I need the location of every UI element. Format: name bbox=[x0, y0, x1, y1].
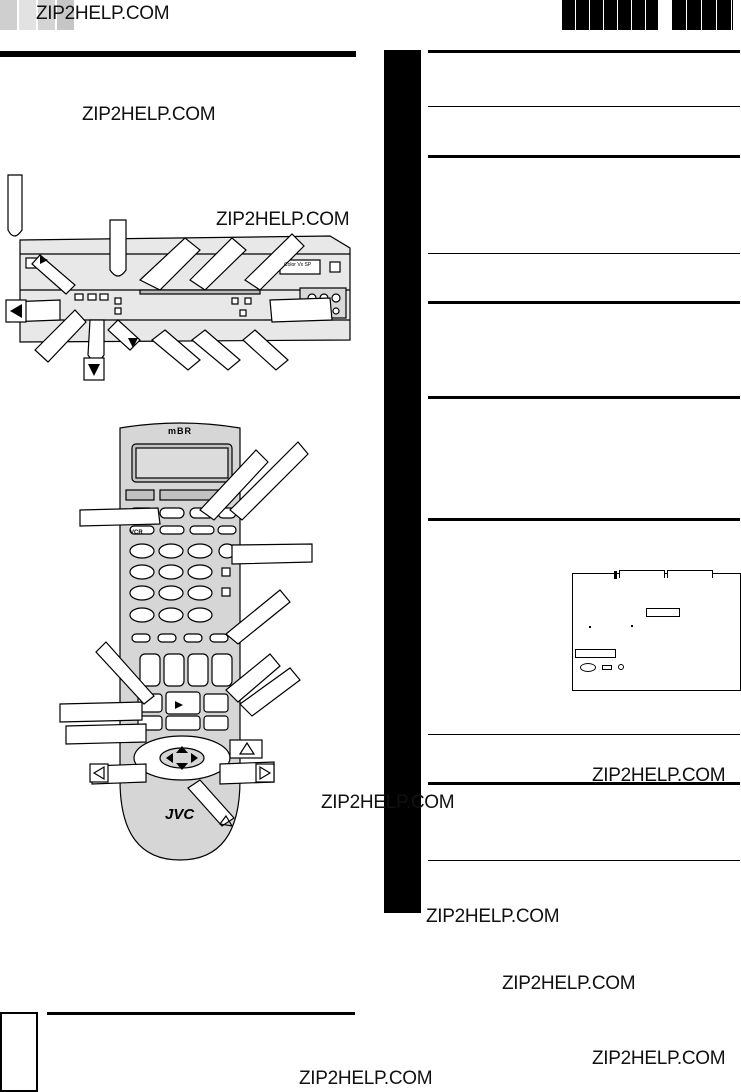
osd-icon-row bbox=[580, 663, 596, 672]
osd-field-box bbox=[575, 649, 616, 658]
remote-brand-logo: JVC bbox=[165, 806, 195, 823]
right-rule-4 bbox=[428, 253, 740, 254]
watermark: ZIP2HELP.COM bbox=[36, 3, 170, 24]
remote-illustration bbox=[59, 422, 313, 861]
osd-tab-1 bbox=[619, 570, 665, 578]
right-rule-6 bbox=[428, 396, 740, 399]
right-rule-3 bbox=[428, 155, 740, 158]
footer-page-box bbox=[0, 1012, 38, 1092]
osd-tab-2 bbox=[667, 570, 713, 578]
watermark: ZIP2HELP.COM bbox=[321, 792, 455, 813]
watermark: ZIP2HELP.COM bbox=[216, 209, 350, 230]
right-rule-8 bbox=[428, 734, 740, 735]
footer-rule bbox=[47, 1012, 355, 1015]
osd-tab-marker bbox=[614, 571, 617, 579]
header-grey-block-2 bbox=[19, 0, 36, 30]
watermark: ZIP2HELP.COM bbox=[502, 973, 636, 994]
left-top-rule bbox=[0, 51, 356, 57]
osd-dot-1 bbox=[589, 626, 591, 628]
osd-dot-2 bbox=[631, 625, 633, 627]
remote-top-brand: mBR bbox=[168, 426, 193, 436]
vcr-illustration bbox=[5, 174, 351, 381]
watermark: ZIP2HELP.COM bbox=[299, 1068, 433, 1089]
section-side-bar bbox=[384, 50, 421, 913]
right-rule-5 bbox=[428, 301, 740, 304]
watermark: ZIP2HELP.COM bbox=[592, 1048, 726, 1069]
watermark: ZIP2HELP.COM bbox=[592, 765, 726, 786]
vcr-display-text: Color Vx SP bbox=[284, 262, 312, 268]
right-rule-9 bbox=[428, 782, 740, 785]
header-black-bar-right bbox=[672, 0, 733, 30]
right-rule-7 bbox=[428, 518, 740, 521]
osd-icon-small-2 bbox=[618, 664, 624, 670]
right-rule-1 bbox=[428, 50, 740, 53]
remote-vcr-label: VCR bbox=[130, 530, 143, 536]
header-grey-block-4 bbox=[57, 0, 74, 30]
header-grey-block-3 bbox=[38, 0, 55, 30]
watermark: ZIP2HELP.COM bbox=[82, 104, 216, 125]
osd-icon-small bbox=[602, 665, 612, 670]
osd-highlight-box bbox=[646, 608, 680, 617]
watermark: ZIP2HELP.COM bbox=[426, 906, 560, 927]
right-rule-2 bbox=[428, 106, 740, 107]
right-rule-10 bbox=[428, 860, 740, 861]
header-grey-block-1 bbox=[0, 0, 17, 30]
header-black-bar-left bbox=[562, 0, 658, 30]
osd-menu-illustration bbox=[572, 570, 741, 691]
